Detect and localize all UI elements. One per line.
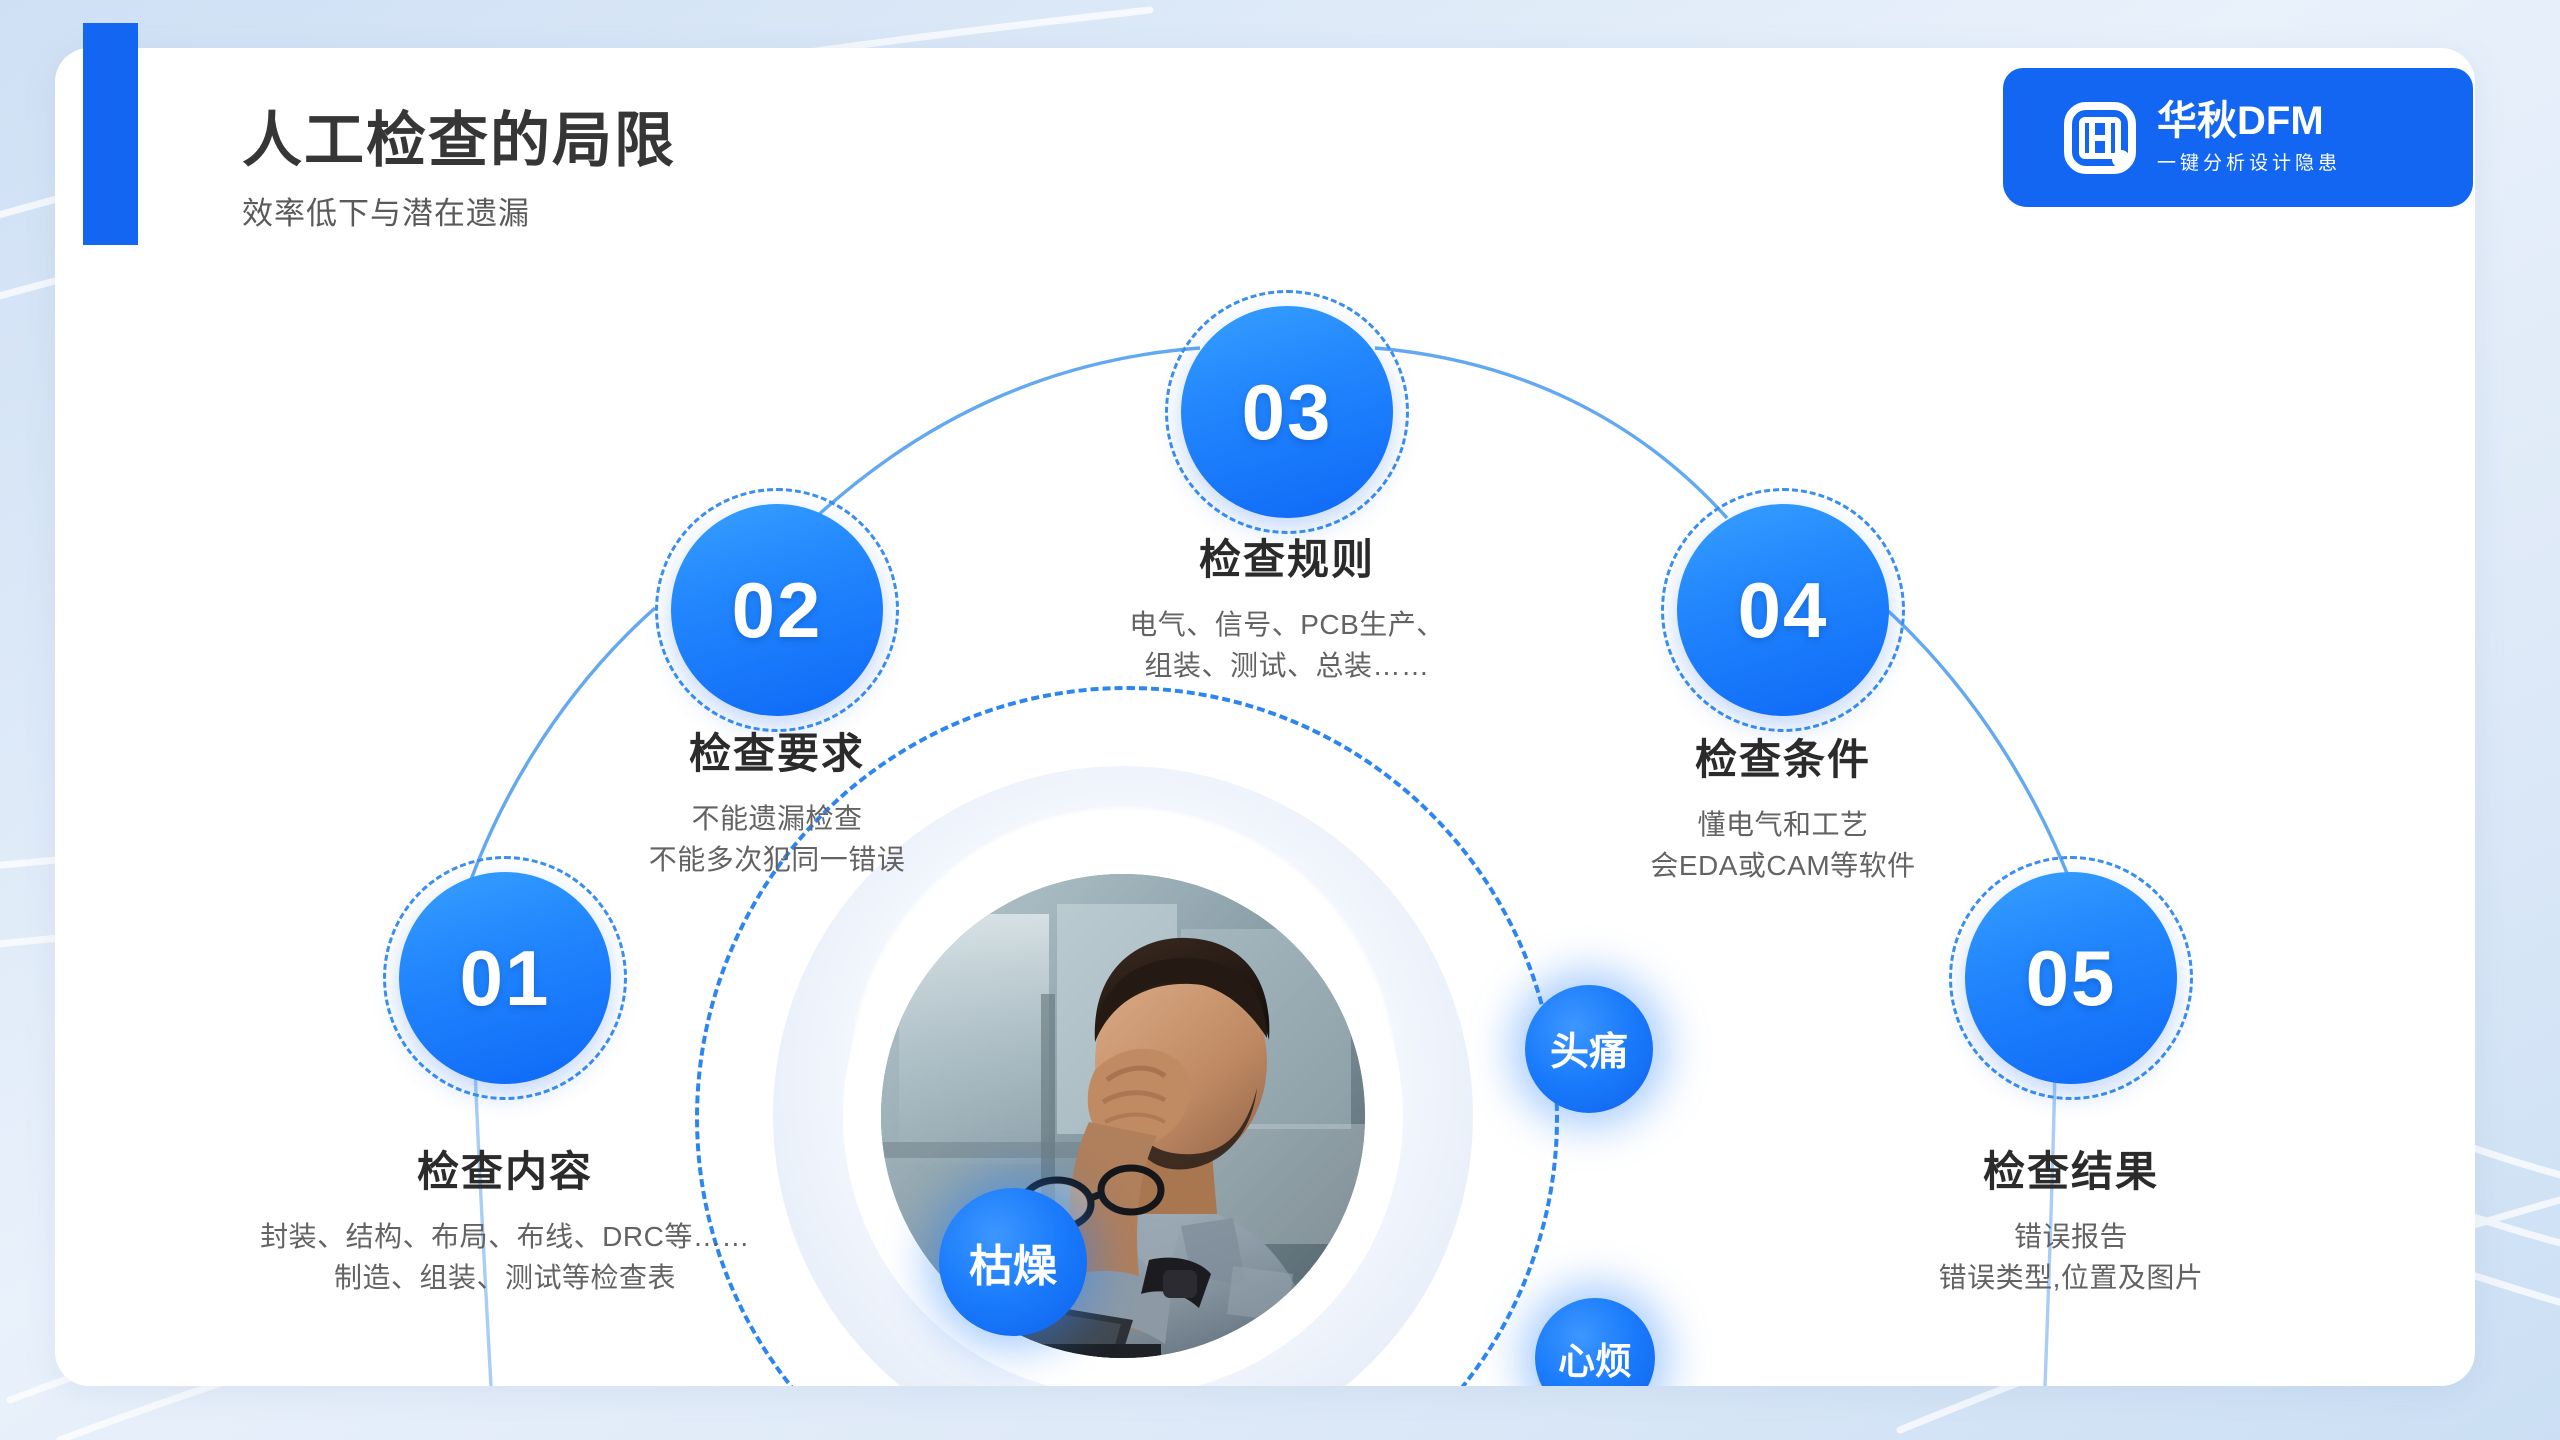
- node-03-label: 检查规则: [1198, 536, 1375, 583]
- brand-logo-badge[interactable]: 华秋DFM 一键分析设计隐患: [2003, 68, 2473, 207]
- blob-label-boring: 枯燥: [939, 1188, 1087, 1336]
- node-03-number: 03: [1241, 367, 1333, 456]
- node-05-label: 检查结果: [1982, 1148, 2159, 1195]
- node-05-desc-line-2: 错误类型,位置及图片: [1938, 1262, 2204, 1294]
- node-04-description: 懂电气和工艺 会EDA或CAM等软件: [1483, 804, 2083, 887]
- node-03-desc-line-1: 电气、信号、PCB生产、: [1129, 609, 1445, 640]
- logo-text-group: 华秋DFM 一键分析设计隐患: [2157, 98, 2342, 175]
- blob-label-headache: 头痛: [1525, 985, 1653, 1113]
- node-04-desc-line-2: 会EDA或CAM等软件: [1650, 850, 1916, 882]
- page-subtitle: 效率低下与潜在遗漏: [242, 196, 530, 231]
- node-05-desc-line-1: 错误报告: [2013, 1221, 2128, 1252]
- node-02-desc-line-1: 不能遗漏检查: [691, 803, 863, 834]
- huaqiu-h-logo-icon: [2064, 101, 2136, 174]
- page-title: 人工检查的局限: [242, 107, 676, 174]
- blob-text: 心烦: [1558, 1341, 1632, 1382]
- blob-text: 头痛: [1549, 1031, 1628, 1074]
- node-03-desc-line-2: 组装、测试、总装……: [1144, 650, 1430, 682]
- node-04-number: 04: [1737, 565, 1829, 654]
- logo-name: 华秋DFM: [2157, 98, 2324, 143]
- node-04-label: 检查条件: [1694, 736, 1871, 783]
- node-05-number: 05: [2025, 933, 2117, 1022]
- node-01-circle[interactable]: 01: [399, 872, 611, 1084]
- content-card: 头痛 枯燥 心烦 01 检查内容 封装、结构、布局、布线、DRC等…… 制造、组…: [55, 48, 2475, 1386]
- node-04-circle[interactable]: 04: [1677, 504, 1889, 716]
- title-accent-bar: [83, 23, 138, 245]
- node-01-desc-line-2: 制造、组装、测试等检查表: [333, 1262, 676, 1294]
- title-block: 人工检查的局限 效率低下与潜在遗漏: [242, 108, 676, 233]
- blob-text: 枯燥: [969, 1242, 1057, 1291]
- node-04-desc-line-1: 懂电气和工艺: [1697, 809, 1869, 840]
- node-02-label: 检查要求: [688, 730, 865, 777]
- node-02-dashed-ring: [655, 488, 899, 732]
- node-02-circle[interactable]: 02: [671, 504, 883, 716]
- node-03-circle[interactable]: 03: [1181, 306, 1393, 518]
- node-01-description: 封装、结构、布局、布线、DRC等…… 制造、组装、测试等检查表: [115, 1216, 895, 1299]
- node-01-label: 检查内容: [416, 1148, 593, 1195]
- blob-label-irritated: 心烦: [1535, 1298, 1655, 1386]
- node-05-description: 错误报告 错误类型,位置及图片: [1771, 1216, 2371, 1299]
- node-05-circle[interactable]: 05: [1965, 872, 2177, 1084]
- node-01-desc-line-1: 封装、结构、布局、布线、DRC等……: [260, 1221, 750, 1252]
- node-02-description: 不能遗漏检查 不能多次犯同一错误: [477, 798, 1077, 881]
- logo-tagline: 一键分析设计隐患: [2157, 153, 2342, 175]
- node-01-number: 01: [459, 933, 551, 1022]
- node-02-number: 02: [731, 565, 823, 654]
- node-03-description: 电气、信号、PCB生产、 组装、测试、总装……: [987, 604, 1587, 687]
- node-02-desc-line-2: 不能多次犯同一错误: [648, 844, 906, 876]
